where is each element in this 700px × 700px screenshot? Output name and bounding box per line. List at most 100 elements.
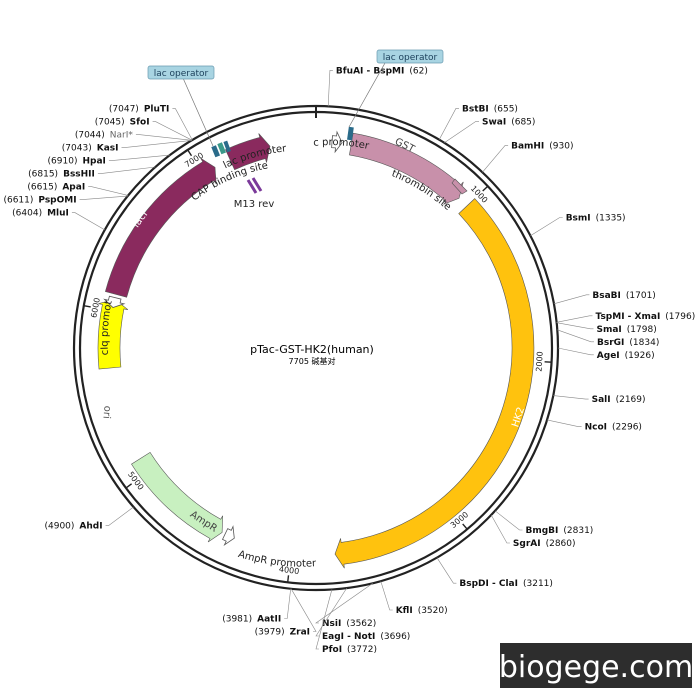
label-ampr-promoter: AmpR promoter <box>237 549 317 570</box>
feature-HK2 <box>334 198 535 569</box>
site-name: SalI <box>592 395 611 405</box>
site-leader <box>121 140 192 148</box>
site-position: (6815) <box>28 170 58 180</box>
site-name: BsaBI <box>592 291 621 301</box>
tick-label-4000: 4000 <box>278 565 299 576</box>
operator-leader-1 <box>182 77 214 147</box>
tick-1000 <box>482 185 489 192</box>
site-leader <box>490 514 510 544</box>
restriction-site-label: SwaI(685) <box>482 117 535 127</box>
feature-AmpR <box>131 451 223 543</box>
restriction-site-label: BsmI(1335) <box>566 214 626 224</box>
site-leader <box>71 212 105 231</box>
promoter-arrow-AmpR-promoter <box>221 525 235 546</box>
site-name: BfuAI - BspMI <box>336 66 404 76</box>
site-position: (1796) <box>665 312 695 322</box>
feature-lacZa <box>225 133 271 171</box>
site-name: NcoI <box>585 423 607 433</box>
restriction-site-label: BspDI - ClaI (3211) <box>459 579 553 589</box>
site-leader <box>172 108 193 141</box>
site-position: (930) <box>549 141 573 151</box>
site-name: HpaI <box>82 157 105 167</box>
restriction-site-label: (6615) ApaI <box>27 183 85 193</box>
restriction-site-label: BstBI(655) <box>462 104 518 114</box>
site-leader <box>482 145 509 173</box>
restriction-site-label: AgeI(1926) <box>597 351 655 361</box>
site-leader <box>108 154 170 161</box>
promoter-arrows <box>103 130 343 546</box>
restriction-site-label: BsaBI (1701) <box>592 291 655 301</box>
lac-operator-mark-1 <box>211 145 221 158</box>
site-leader <box>530 217 563 237</box>
site-name: BamHI <box>511 141 544 151</box>
site-name: KasI <box>97 144 119 154</box>
site-position: (1798) <box>627 325 657 335</box>
site-position: (6615) <box>27 183 57 193</box>
site-leader <box>553 294 590 305</box>
restriction-site-label: (6404)MluI <box>12 209 69 219</box>
site-position: (3520) <box>418 606 448 616</box>
tick-5000 <box>125 483 133 489</box>
restriction-site-label: (3979) ZraI <box>255 628 310 638</box>
site-position: (3981) <box>222 615 252 625</box>
site-name: PluTI <box>144 105 170 115</box>
site-position: (3211) <box>523 579 553 589</box>
site-name: BstBI <box>462 104 489 114</box>
restriction-site-label: BmgBI(2831) <box>526 526 594 536</box>
operator-label-1: lac operator <box>154 69 209 79</box>
site-name: ApaI <box>62 183 85 193</box>
watermark-text: biogege.com <box>499 650 693 685</box>
site-name: SgrAI <box>513 539 541 549</box>
tick-4000 <box>287 575 290 583</box>
feature-arrows <box>97 132 535 569</box>
site-name: BspDI - ClaI <box>459 579 518 589</box>
site-leader <box>444 121 479 144</box>
feature-label-ori: ori <box>100 405 112 419</box>
site-name: PfoI <box>322 645 342 655</box>
site-leader <box>105 506 134 526</box>
restriction-site-label: (7043) KasI <box>62 144 119 154</box>
m13-rev-mark <box>246 177 263 194</box>
site-name: MluI <box>47 209 69 219</box>
promoter-arrow-tac <box>331 130 343 154</box>
site-leader <box>284 588 291 619</box>
operator-box-1 <box>147 65 215 80</box>
site-position: (1701) <box>626 291 656 301</box>
site-position: (1834) <box>629 338 659 348</box>
restriction-site-label: SalI(2169) <box>592 395 646 405</box>
small-elements <box>211 126 468 195</box>
label-m13-rev: M13 rev <box>234 199 275 210</box>
site-leader <box>290 588 317 632</box>
site-leader <box>135 134 192 141</box>
restriction-site-label: (7045)SfoI <box>95 118 150 128</box>
cap-site-mark <box>217 142 227 155</box>
site-leader <box>556 322 594 330</box>
operator-label-2: lac operator <box>383 53 438 63</box>
site-position: (2831) <box>563 526 593 536</box>
restriction-site-label: (6815)BssHII <box>28 170 95 180</box>
lac-operator-mark-2 <box>347 126 354 141</box>
site-position: (3979) <box>255 628 285 638</box>
operator-leader-2 <box>348 62 386 128</box>
site-position: (3696) <box>380 632 410 642</box>
restriction-site-label: SgrAI(2860) <box>513 539 576 549</box>
site-position: (7045) <box>95 118 125 128</box>
site-leader <box>315 582 373 624</box>
lac-operator-callout-2: lac operator <box>348 49 444 128</box>
site-name: PspOMI <box>38 196 76 206</box>
restriction-site-label: KflI(3520) <box>396 606 448 616</box>
site-name: NsiI <box>322 619 341 629</box>
site-position: (7043) <box>62 144 92 154</box>
tick-label-6000: 6000 <box>89 297 101 319</box>
site-leader <box>494 510 523 531</box>
site-name: SwaI <box>482 117 506 127</box>
site-name: EagI - NotI <box>322 632 375 642</box>
promoter-arrow-lacIq <box>103 295 126 308</box>
site-name: BsrGI <box>597 338 624 348</box>
site-name: ZraI <box>290 628 310 638</box>
annotation-labels: lac promoter CAP binding site thrombin s… <box>0 0 453 570</box>
restriction-site-label: (7047)PluTI <box>109 105 170 115</box>
restriction-site-label: BamHI (930) <box>511 141 573 151</box>
restriction-site-label: (7044)NarI* <box>75 131 134 141</box>
